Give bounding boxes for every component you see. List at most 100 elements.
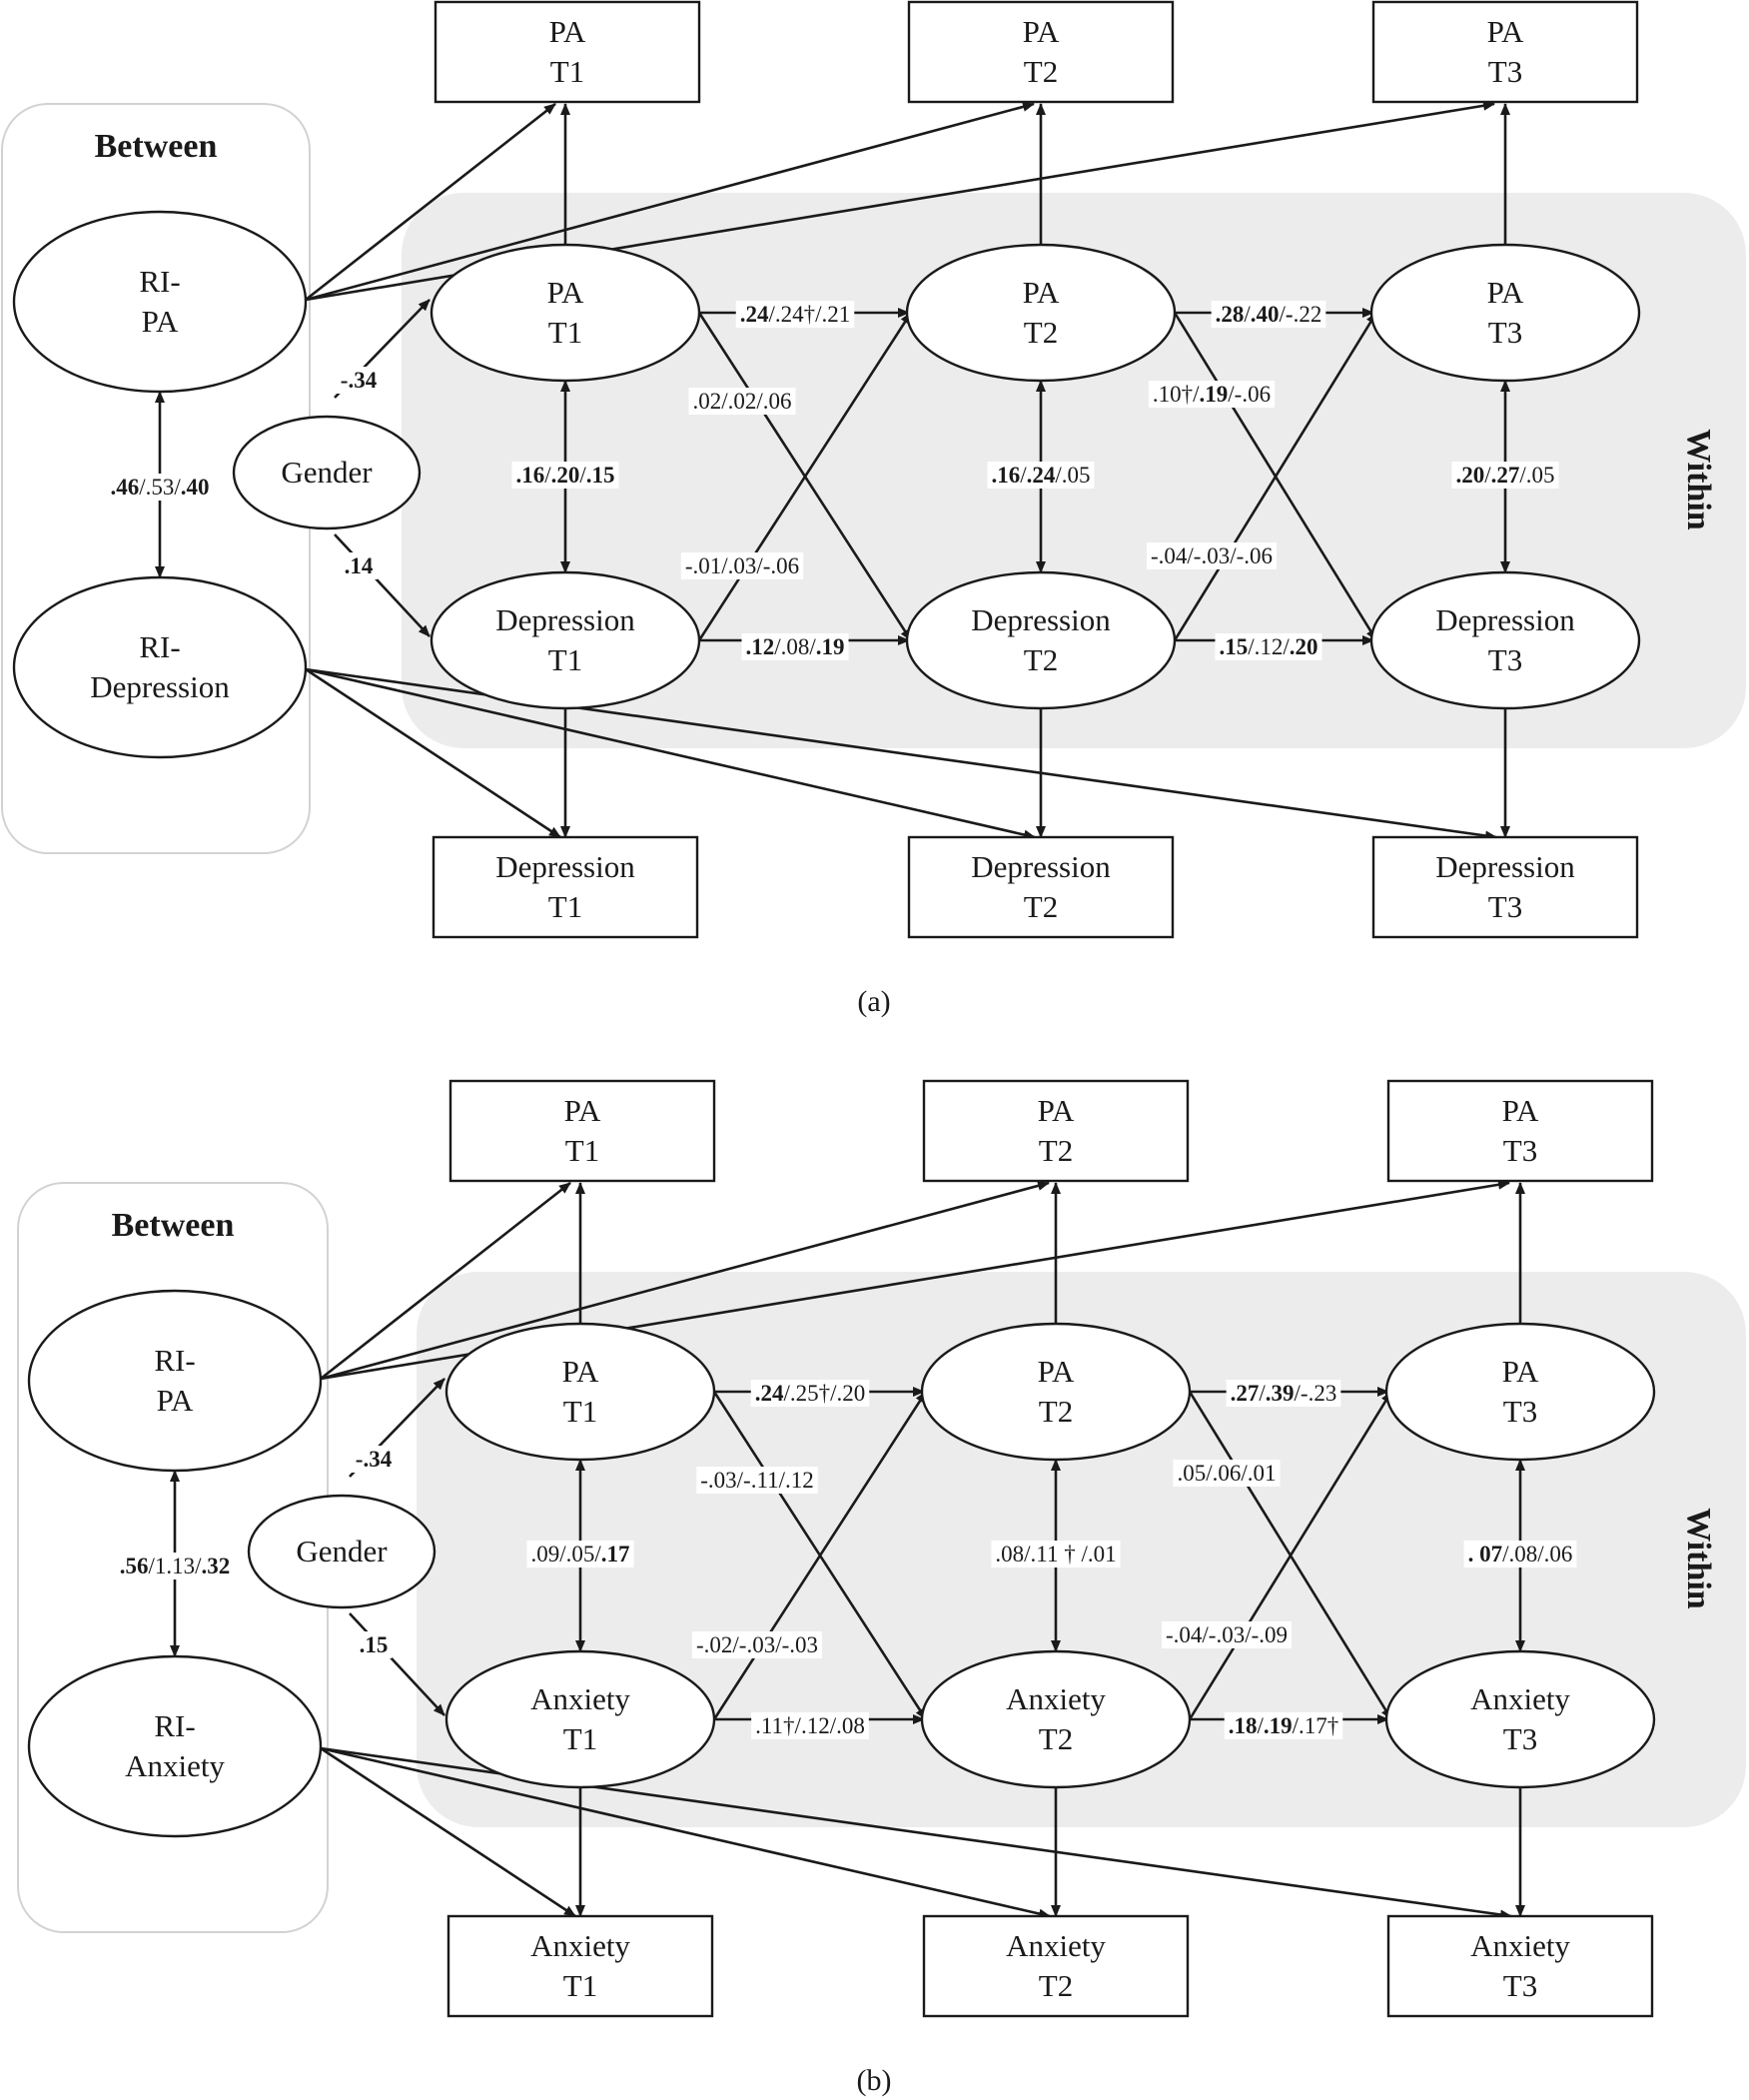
label-bg [511, 462, 619, 489]
path-arrow [305, 102, 556, 302]
coefficient-part: -.34 [341, 368, 378, 393]
coefficient-text: .05/.06/.01 [1177, 1461, 1276, 1486]
coefficient-part: .18 [1229, 1713, 1258, 1738]
node-ellipse [920, 1649, 1192, 1789]
node-ri-pa: RI-PA [27, 1289, 323, 1473]
node-label: T2 [1039, 1721, 1073, 1756]
node-ellipse [27, 1289, 323, 1473]
coefficient-part: .17 [601, 1542, 630, 1567]
coefficient-part: . 07 [1468, 1542, 1503, 1567]
coefficient-part: .22 [1294, 302, 1322, 327]
path-arrow [320, 1746, 576, 1918]
coefficient-part: .12 [745, 634, 774, 659]
node-box [922, 1914, 1190, 2018]
node-label: T3 [1503, 1394, 1537, 1429]
node-ellipse [1369, 570, 1641, 710]
node-gender: Gender [247, 1494, 437, 1609]
node-label: Depression [1435, 602, 1575, 637]
coefficient-part: .16 [515, 463, 544, 488]
coefficient-part: .24 [740, 302, 769, 327]
coefficient-part: /.12/ [1248, 634, 1290, 659]
between-label: Between [95, 128, 218, 165]
coefficient-part: -.04/-.03/-.09 [1166, 1622, 1288, 1647]
node-label: Depression [495, 602, 635, 637]
node-label: PA [1502, 1354, 1539, 1389]
label-bg [526, 1541, 634, 1568]
node-label: PA [157, 1383, 194, 1418]
node-label: T3 [1503, 1133, 1537, 1168]
label-bg [336, 367, 382, 394]
node-box [432, 835, 699, 939]
path-arrow [320, 1746, 1051, 1919]
coefficient-text: .20/.27/.05 [1455, 463, 1554, 488]
label-ar-y-12: .11†/.12/.08 [751, 1712, 869, 1739]
label-cov-t3: . 07/.08/.06 [1463, 1541, 1577, 1568]
node-gender: Gender [232, 415, 422, 530]
coefficient-text: -.03/-.11/.12 [700, 1468, 814, 1493]
node-label: Gender [281, 455, 373, 490]
coefficient-text: .08/.11 † /.01 [995, 1542, 1116, 1567]
label-cov-t2: .16/.24/.05 [987, 462, 1095, 489]
coefficient-part: /.05 [1519, 463, 1554, 488]
node-label: RI- [139, 264, 180, 299]
node-label: T1 [563, 1721, 597, 1756]
coefficient-part: / [1280, 302, 1287, 327]
label-bg [688, 388, 796, 415]
node-box [907, 835, 1175, 939]
node-label: T2 [1039, 1394, 1073, 1429]
label-bg [115, 1553, 235, 1579]
node-box [1371, 0, 1639, 104]
coefficient-part: .19 [816, 634, 845, 659]
coefficient-part: /-.23 [1295, 1381, 1337, 1406]
coefficient-part: / [1257, 1713, 1264, 1738]
label-ri-cov: .46/.53/.40 [106, 474, 214, 501]
node-box [1371, 835, 1639, 939]
panel-caption: (a) [857, 985, 890, 1018]
coefficient-part: -.04/-.03/-.06 [1151, 543, 1273, 568]
coefficient-part: .20 [1455, 463, 1484, 488]
coefficient-part: /1.13/ [148, 1554, 202, 1578]
node-label: PA [142, 304, 179, 339]
between-label: Between [112, 1207, 235, 1244]
coefficient-text: -.02/-.03/-.03 [696, 1632, 818, 1657]
label-bg [1173, 1460, 1281, 1487]
node-box [1386, 1914, 1654, 2018]
node-box [434, 0, 701, 104]
panel-caption: (b) [857, 2064, 892, 2097]
label-cov-t3: .20/.27/.05 [1451, 462, 1559, 489]
coefficient-part: -.03/-.11/.12 [700, 1468, 814, 1493]
within-label: Within [1680, 429, 1717, 530]
node-label: PA [564, 1093, 601, 1128]
path-arrow [305, 667, 1036, 840]
label-cl-y-pa-12: -.01/.03/-.06 [680, 552, 804, 579]
coefficient-part: .40 [1251, 302, 1280, 327]
label-gender-pa: -.34 [336, 367, 382, 394]
node-label: Depression [971, 849, 1111, 884]
label-ar-y-12: .12/.08/.19 [741, 633, 849, 660]
label-bg [987, 462, 1095, 489]
label-gender-pa: -.34 [351, 1446, 397, 1473]
coefficient-part: .27 [1231, 1381, 1260, 1406]
coefficient-part: / [579, 463, 586, 488]
coefficient-part: .16 [991, 463, 1020, 488]
label-bg [1463, 1541, 1577, 1568]
node-label: PA [1023, 275, 1060, 310]
node-ellipse [920, 1322, 1192, 1462]
label-cl-pa-y-12: -.03/-.11/.12 [696, 1467, 818, 1494]
node-label: T3 [1488, 54, 1522, 89]
node-label: Anxiety [1470, 1928, 1570, 1963]
coefficient-part: / [1259, 1381, 1266, 1406]
coefficient-text: .18/.19/.17† [1229, 1713, 1339, 1738]
label-cl-y-pa-12: -.02/-.03/-.03 [691, 1631, 823, 1658]
node-ellipse [430, 243, 701, 383]
node-label: Gender [296, 1534, 388, 1569]
